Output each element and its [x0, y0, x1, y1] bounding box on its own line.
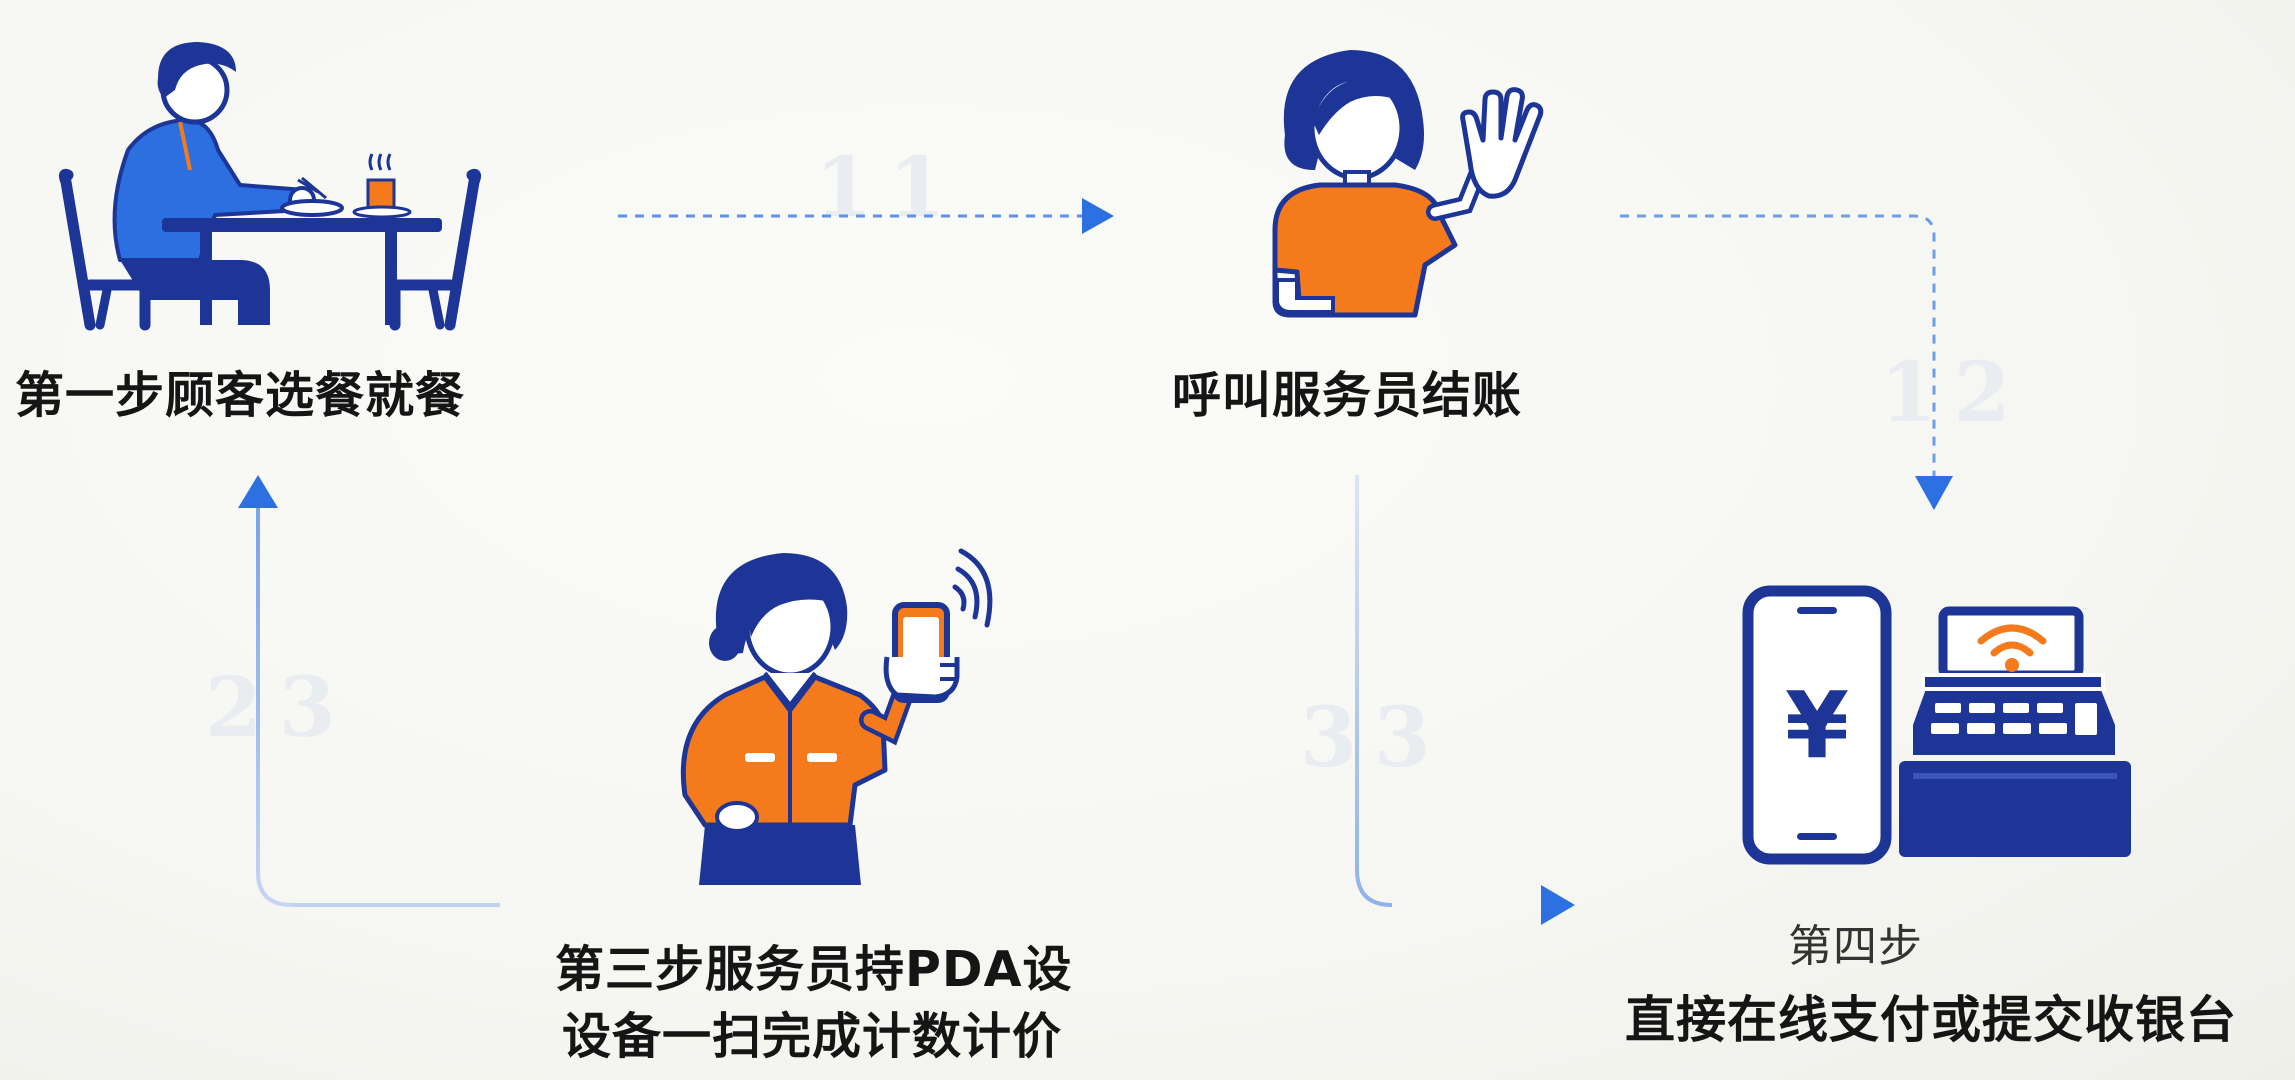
cash-register-icon [1899, 606, 2131, 857]
ghost-mark-3: 2 3 [205, 660, 336, 756]
currency-symbol: ¥ [1785, 672, 1849, 779]
step2-label: 呼叫服务员结账 [1172, 367, 1523, 424]
mobile-payment-icon: ¥ [1742, 585, 1892, 865]
step3-label-line1: 第三步服务员持PDA设 [555, 941, 1073, 998]
step4-label-line2: 直接在线支付或提交收银台 [1625, 991, 2237, 1049]
diner-at-table-icon [58, 42, 482, 331]
waving-person-icon [1272, 50, 1544, 318]
ghost-mark-4: 3 3 [1300, 690, 1431, 786]
step3-label-line2: 设备一扫完成计数计价 [562, 1008, 1063, 1065]
step4-label-line1: 第四步 [1788, 921, 1923, 972]
ghost-mark-1: 1 1 [815, 140, 946, 236]
waiter-holding-pda-icon [680, 548, 993, 885]
ghost-mark-2: 1 2 [1880, 345, 2011, 441]
step1-label: 第一步顾客选餐就餐 [15, 367, 466, 424]
